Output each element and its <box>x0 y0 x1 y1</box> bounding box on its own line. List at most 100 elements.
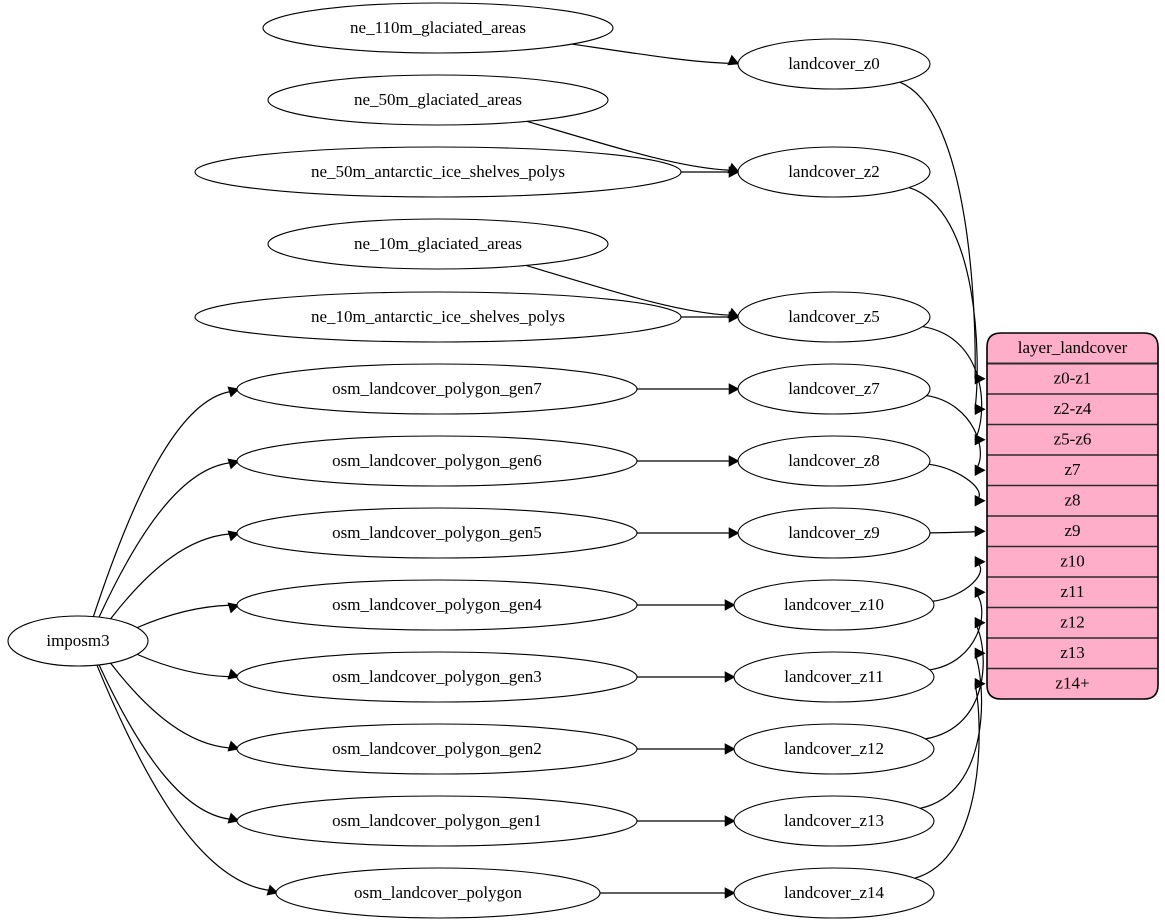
edge-landcover_z8-to-z8 <box>929 463 980 502</box>
arrow-head <box>974 525 986 537</box>
node-shape <box>267 218 609 270</box>
edge-landcover_z2-to-z2-z4 <box>908 187 978 410</box>
node-shape <box>733 651 935 703</box>
arrow-head <box>728 455 740 467</box>
arrow-head <box>728 311 740 323</box>
view-node-landcover_z0[interactable]: landcover_z0 <box>737 38 931 90</box>
view-node-landcover_z11[interactable]: landcover_z11 <box>733 651 935 703</box>
node-shape <box>236 795 638 847</box>
node-shape <box>236 723 638 775</box>
node-shape <box>733 579 935 631</box>
table-node-osm_landcover_polygon_gen2[interactable]: osm_landcover_polygon_gen2 <box>236 723 638 775</box>
table-node-osm_landcover_polygon_gen7[interactable]: osm_landcover_polygon_gen7 <box>236 363 638 415</box>
source-node-ne_10m_glaciated_areas[interactable]: ne_10m_glaciated_areas <box>267 218 609 270</box>
arrow-head <box>227 602 240 614</box>
arrow-head <box>974 556 986 568</box>
table-row-label-z7[interactable]: z7 <box>1064 460 1081 479</box>
view-node-landcover_z9[interactable]: landcover_z9 <box>737 507 931 559</box>
arrow-head <box>974 464 986 476</box>
arrow-head <box>727 54 740 66</box>
table-node-osm_landcover_polygon[interactable]: osm_landcover_polygon <box>275 867 601 919</box>
view-node-landcover_z5[interactable]: landcover_z5 <box>737 291 931 343</box>
table-node-osm_landcover_polygon_gen4[interactable]: osm_landcover_polygon_gen4 <box>236 579 638 631</box>
node-shape <box>275 867 601 919</box>
node-label: osm_landcover_polygon_gen1 <box>332 811 542 830</box>
nodes-layer: ne_110m_glaciated_areas ne_50m_glaciated_… <box>7 2 935 919</box>
node-shape <box>733 723 935 775</box>
arrow-head <box>724 671 736 683</box>
node-label: landcover_z10 <box>784 595 884 614</box>
node-label: osm_landcover_polygon <box>354 883 523 902</box>
table-row-label-z11[interactable]: z11 <box>1061 582 1085 601</box>
table-row-label-z14plus[interactable]: z14+ <box>1055 674 1089 693</box>
source-node-ne_10m_antarctic_ice_shelves_polys[interactable]: ne_10m_antarctic_ice_shelves_polys <box>194 291 682 343</box>
table-row-label-z8[interactable]: z8 <box>1064 491 1080 510</box>
view-node-landcover_z12[interactable]: landcover_z12 <box>733 723 935 775</box>
arrow-head <box>227 668 240 680</box>
arrow-head <box>728 527 740 539</box>
source-node-ne_50m_antarctic_ice_shelves_polys[interactable]: ne_50m_antarctic_ice_shelves_polys <box>194 146 682 198</box>
source-node-ne_50m_glaciated_areas[interactable]: ne_50m_glaciated_areas <box>267 74 609 126</box>
arrow-head <box>974 678 986 690</box>
table-node-osm_landcover_polygon_gen3[interactable]: osm_landcover_polygon_gen3 <box>236 651 638 703</box>
table-row-label-z12[interactable]: z12 <box>1060 613 1085 632</box>
table-row-label-z5-z6[interactable]: z5-z6 <box>1054 430 1092 449</box>
node-label: ne_50m_glaciated_areas <box>354 90 522 109</box>
edge-ne_110m_glaciated_areas-to-landcover_z0 <box>571 43 730 64</box>
arrow-head <box>227 530 240 542</box>
arrow-head <box>266 884 279 896</box>
node-label: osm_landcover_polygon_gen6 <box>332 451 542 470</box>
node-label: landcover_z5 <box>788 307 880 326</box>
node-label: osm_landcover_polygon_gen2 <box>332 739 542 758</box>
node-label: landcover_z9 <box>788 523 880 542</box>
table-row-label-z9[interactable]: z9 <box>1064 521 1080 540</box>
table-node-osm_landcover_polygon_gen6[interactable]: osm_landcover_polygon_gen6 <box>236 435 638 487</box>
view-node-landcover_z8[interactable]: landcover_z8 <box>737 435 931 487</box>
view-node-landcover_z10[interactable]: landcover_z10 <box>733 579 935 631</box>
edge-landcover_z11-to-z11 <box>929 591 983 671</box>
node-shape <box>733 867 935 919</box>
node-label: landcover_z8 <box>788 451 880 470</box>
view-node-landcover_z2[interactable]: landcover_z2 <box>737 146 931 198</box>
table-row-label-z13[interactable]: z13 <box>1060 643 1085 662</box>
edge-imposm3-to-osm_landcover_polygon_gen3 <box>136 653 230 678</box>
node-label: landcover_z12 <box>784 739 884 758</box>
node-label: osm_landcover_polygon_gen3 <box>332 667 542 686</box>
arrow-head <box>728 383 740 395</box>
table-node-osm_landcover_polygon_gen5[interactable]: osm_landcover_polygon_gen5 <box>236 507 638 559</box>
node-label: ne_10m_glaciated_areas <box>354 234 522 253</box>
node-label: ne_10m_antarctic_ice_shelves_polys <box>311 307 565 326</box>
node-shape <box>733 795 935 847</box>
node-label: landcover_z13 <box>784 811 884 830</box>
source-node-ne_110m_glaciated_areas[interactable]: ne_110m_glaciated_areas <box>262 2 614 54</box>
node-shape <box>737 38 931 90</box>
view-node-landcover_z7[interactable]: landcover_z7 <box>737 363 931 415</box>
arrow-head <box>724 887 736 899</box>
table-row-label-z10[interactable]: z10 <box>1060 552 1085 571</box>
node-shape <box>737 363 931 415</box>
edge-landcover_z10-to-z10 <box>932 561 982 602</box>
table-node-osm_landcover_polygon_gen1[interactable]: osm_landcover_polygon_gen1 <box>236 795 638 847</box>
node-shape <box>7 615 149 667</box>
node-label: landcover_z14 <box>784 883 885 902</box>
node-shape <box>737 507 931 559</box>
arrow-head <box>227 458 240 470</box>
edge-landcover_z13-to-z13 <box>920 653 983 809</box>
edge-imposm3-to-osm_landcover_polygon <box>96 664 269 891</box>
importer-node-imposm3[interactable]: imposm3 <box>7 615 149 667</box>
node-shape <box>236 507 638 559</box>
arrow-head <box>724 599 736 611</box>
arrow-head <box>974 617 986 629</box>
edge-imposm3-to-osm_landcover_polygon_gen4 <box>136 604 230 629</box>
table-row-label-z2-z4[interactable]: z2-z4 <box>1054 399 1092 418</box>
table-row-label-z0-z1[interactable]: z0-z1 <box>1054 369 1092 388</box>
node-shape <box>194 291 682 343</box>
view-node-landcover_z13[interactable]: landcover_z13 <box>733 795 935 847</box>
view-node-landcover_z14[interactable]: landcover_z14 <box>733 867 935 919</box>
edge-landcover_z0-to-z0-z1 <box>899 81 976 379</box>
arrow-head <box>974 647 986 659</box>
edge-imposm3-to-osm_landcover_polygon_gen2 <box>110 662 230 749</box>
table-header-label: layer_landcover <box>1018 338 1128 357</box>
node-label: landcover_z11 <box>784 667 883 686</box>
